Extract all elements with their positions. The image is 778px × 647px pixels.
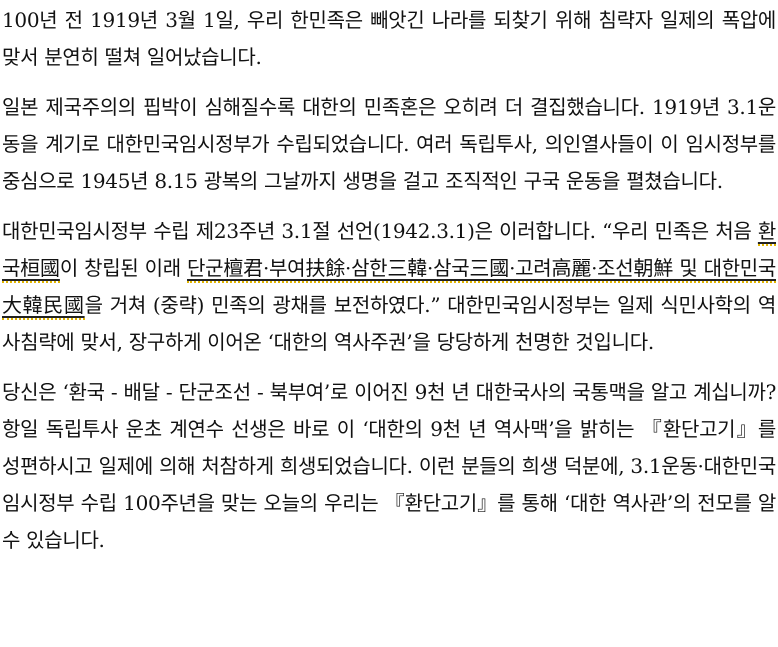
- document-body: 100년 전 1919년 3월 1일, 우리 한민족은 빼앗긴 나라를 되찾기 …: [2, 8, 776, 552]
- paragraph-march-first: 100년 전 1919년 3월 1일, 우리 한민족은 빼앗긴 나라를 되찾기 …: [2, 8, 776, 69]
- declaration-text-mid: 이 창립된 이래: [59, 256, 188, 280]
- declaration-text-after: 을 거쳐 (중략) 민족의 광채를 보전하였다.” 대한민국임시정부는 일제 식…: [2, 293, 776, 354]
- declaration-text-before: 대한민국임시정부 수립 제23주년 3.1절 선언(1942.3.1)은 이러합…: [2, 219, 758, 243]
- paragraph-declaration-quote: 대한민국임시정부 수립 제23주년 3.1절 선언(1942.3.1)은 이러합…: [2, 213, 776, 361]
- underlined-dynasty-list: 단군檀君·부여扶餘·삼한三韓·삼국三國·고려高麗·조선朝鮮 및 대한민국大韓民國: [2, 256, 776, 320]
- paragraph-hwandan-gogi: 당신은 ‘환국 - 배달 - 단군조선 - 북부여’로 이어진 9천 년 대한국…: [2, 380, 776, 552]
- underlined-hwanguk: 환국桓國: [2, 219, 776, 283]
- paragraph-provisional-government: 일본 제국주의의 핍박이 심해질수록 대한의 민족혼은 오히려 더 결집했습니다…: [2, 95, 776, 193]
